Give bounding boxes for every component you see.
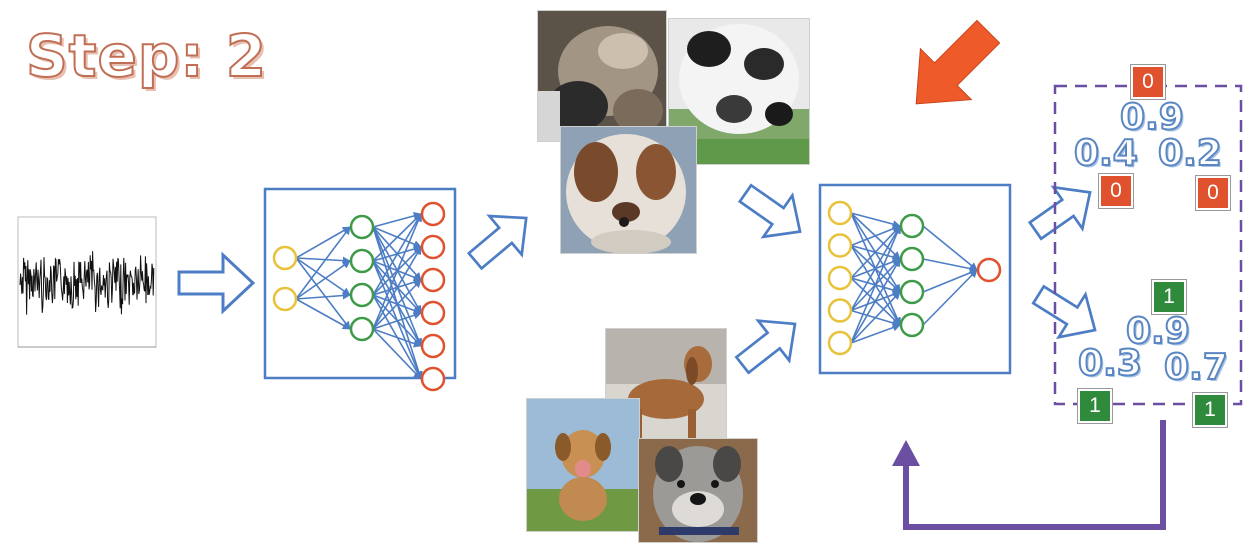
hollow-arrow-icon [1027,185,1092,241]
real-top-label: 1 [1151,279,1187,315]
network-connection [850,225,901,311]
network-connections [850,212,978,344]
network-connection [295,226,351,300]
network-connection [372,213,422,296]
hidden-node [349,248,375,274]
real-dog-photo-icon [639,439,757,542]
network-connection [922,269,978,293]
generated-dog-image-icon [669,19,809,164]
network-connection [372,311,422,330]
network-connection [295,291,351,300]
input-node [272,245,298,271]
generated-dog-image-3 [560,126,697,254]
feedback-arrow-icon [903,420,1166,530]
input-node [827,298,853,323]
hidden-node [349,282,375,308]
hidden-node [899,279,925,305]
real-left-label: 1 [1077,388,1113,424]
fake-score-top: 0.9 [1119,97,1185,138]
generated-dog-image-2 [668,18,810,165]
hollow-arrow-icon [466,214,528,271]
noise-signal-plot-icon [17,216,157,348]
flow-arrows [177,183,1097,375]
hollow-arrow-icon [1031,284,1097,340]
network-connection [372,213,422,330]
real-score-right: 0.7 [1163,347,1229,388]
fake-top-label: 0 [1130,64,1166,100]
network-connection [850,258,901,344]
network-connection [922,225,978,271]
discriminator-network [827,200,1002,356]
network-connection [372,328,422,380]
input-node [827,330,853,356]
real-dog-photo-2 [526,398,640,532]
hidden-node [349,316,375,342]
network-connection [372,328,422,348]
fake-left-label: 0 [1098,173,1134,209]
input-node [272,286,298,312]
network-connection [850,212,901,229]
fake-score-right: 0.2 [1157,133,1223,174]
network-connection [295,260,351,300]
generated-dog-image-icon [538,11,666,141]
feedback-arrow-head [892,440,920,466]
fake-right-label: 0 [1195,175,1231,211]
real-dog-photo-icon [527,399,639,531]
network-connection [850,225,901,344]
network-connection [850,323,901,344]
output-node [976,257,1002,283]
step-title: Step: 2 [25,21,268,91]
network-connection [850,291,901,344]
network-connection [295,226,351,259]
network-connection [295,256,351,265]
network-connection [295,257,351,330]
input-node [827,265,853,291]
hollow-arrow-icon [734,319,797,375]
hidden-node [899,312,925,338]
network-connections [295,212,423,380]
output-node [420,201,446,227]
network-connection [372,212,422,228]
generated-dog-image-icon [561,127,696,253]
network-connection [372,279,422,330]
generator-network [272,201,446,392]
input-node [827,233,853,258]
output-node [420,234,446,260]
output-node [420,267,446,293]
hollow-arrow-icon [177,251,256,315]
generated-dog-image-1 [537,10,667,142]
fake-score-left: 0.4 [1073,133,1139,174]
real-dog-photo-3 [638,438,758,543]
hidden-node [349,214,375,240]
output-node [420,300,446,326]
hollow-arrow-icon [737,183,802,239]
output-node [420,333,446,359]
output-region [1053,84,1243,406]
network-connection [850,224,901,247]
hidden-node [899,213,925,239]
network-connection [372,213,422,262]
real-score-top: 0.9 [1125,311,1191,352]
hidden-node [899,246,925,272]
network-connection [922,269,978,326]
input-node [827,200,853,226]
highlight-arrow-icon [915,19,1001,105]
network-connection [372,246,422,330]
network-connection [850,225,901,279]
network-connection [295,298,351,330]
network-connection [295,257,351,296]
network-connection [922,258,978,273]
real-right-label: 1 [1192,392,1228,428]
real-score-left: 0.3 [1077,343,1143,384]
output-node [420,366,446,392]
